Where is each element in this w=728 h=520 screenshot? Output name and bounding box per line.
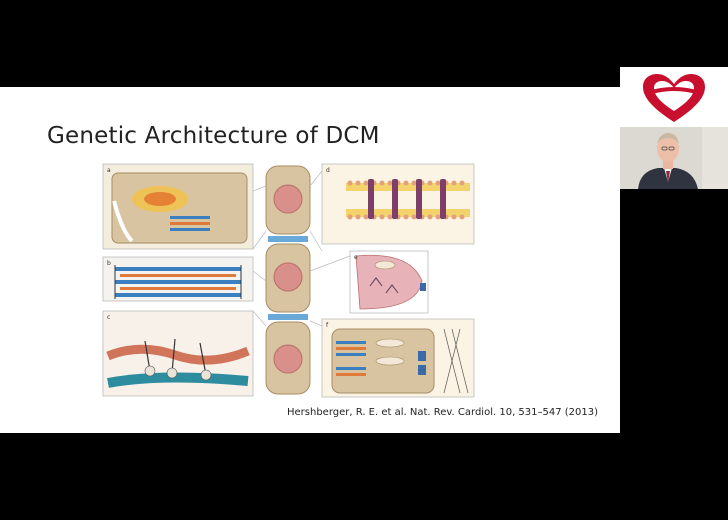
- panel-label-d: d: [326, 167, 330, 174]
- panel-c: c: [102, 310, 254, 397]
- participant-video-tile[interactable]: [620, 127, 728, 189]
- panel-b: b: [102, 256, 254, 302]
- panel-label-e: e: [354, 254, 358, 261]
- presenter-video-icon: [620, 127, 728, 189]
- presentation-slide: Genetic Architecture of DCM a b: [0, 87, 620, 433]
- panel-f: f: [321, 318, 475, 398]
- connector-lines: [252, 170, 351, 327]
- panel-e: e: [349, 250, 429, 314]
- panel-a: a: [102, 163, 254, 250]
- heart-logo-icon: [643, 74, 705, 122]
- panel-label-b: b: [107, 260, 111, 267]
- logo-tile: [620, 67, 728, 127]
- panel-d: d: [321, 163, 475, 245]
- slide-title: Genetic Architecture of DCM: [47, 123, 380, 149]
- cell-column: [265, 165, 311, 395]
- panel-label-f: f: [326, 322, 329, 329]
- panel-label-c: c: [107, 314, 110, 321]
- figure-citation: Hershberger, R. E. et al. Nat. Rev. Card…: [287, 407, 599, 418]
- dcm-figure: a b c: [102, 163, 475, 398]
- panel-label-a: a: [107, 167, 111, 174]
